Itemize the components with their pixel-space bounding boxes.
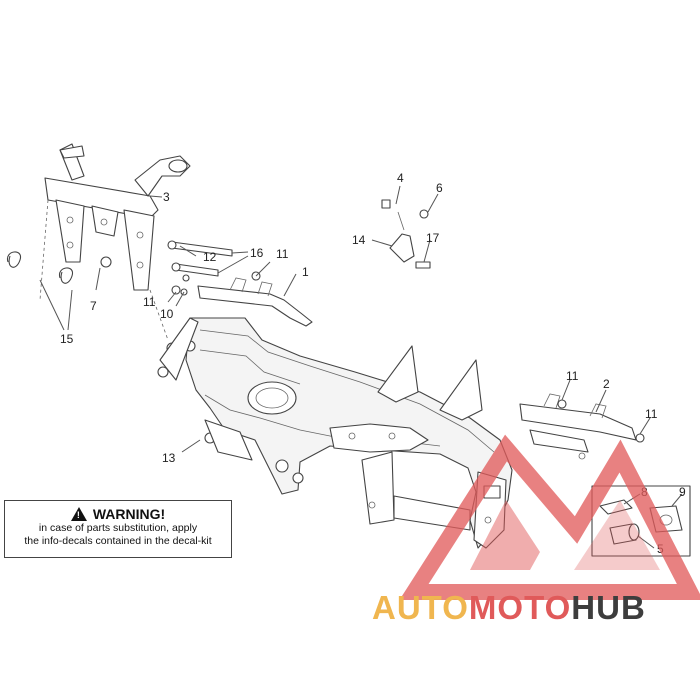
front-bracket	[44, 143, 191, 291]
callout-16: 16	[250, 246, 264, 260]
callout-11-b: 11	[143, 295, 156, 309]
warning-line-2: the info-decals contained in the decal-k…	[24, 535, 212, 547]
callout-3: 3	[163, 190, 170, 204]
callout-11-a: 11	[276, 247, 289, 261]
warning-title: WARNING!	[92, 506, 166, 522]
nut-7	[100, 256, 112, 268]
callout-13: 13	[162, 451, 176, 465]
callout-1: 1	[302, 265, 309, 279]
watermark-text: AUTO MOTO HUB	[372, 588, 698, 628]
callout-9: 9	[679, 485, 686, 499]
watermark-word-auto: AUTO	[372, 589, 469, 626]
callout-2: 2	[603, 377, 610, 391]
warning-box: ! WARNING! in case of parts substitution…	[4, 500, 232, 558]
watermark-logo	[399, 434, 700, 600]
callout-10: 10	[160, 307, 174, 321]
callout-4: 4	[397, 171, 404, 185]
callout-11-c: 11	[566, 369, 579, 383]
bracket-14	[381, 199, 431, 269]
bracket-1	[197, 277, 313, 327]
callout-11-d: 11	[645, 407, 658, 421]
callout-14: 14	[352, 233, 366, 247]
warning-icon: !	[70, 507, 87, 521]
bracket-2	[519, 393, 645, 460]
callout-12: 12	[203, 250, 217, 264]
springs	[6, 251, 74, 284]
callout-6: 6	[436, 181, 443, 195]
watermark-word-hub: HUB	[571, 589, 646, 626]
warning-title-row: ! WARNING!	[5, 506, 231, 522]
callout-17: 17	[426, 231, 440, 245]
watermark-word-moto: MOTO	[468, 589, 572, 626]
callout-labels: 1 2 3 4 5 6 7 8 9 10 11 11 11 11 12 13 1…	[60, 171, 686, 556]
warning-line-1: in case of parts substitution, apply	[38, 522, 198, 534]
callout-7: 7	[90, 299, 97, 313]
main-frame	[157, 317, 513, 549]
callout-15: 15	[60, 332, 74, 346]
